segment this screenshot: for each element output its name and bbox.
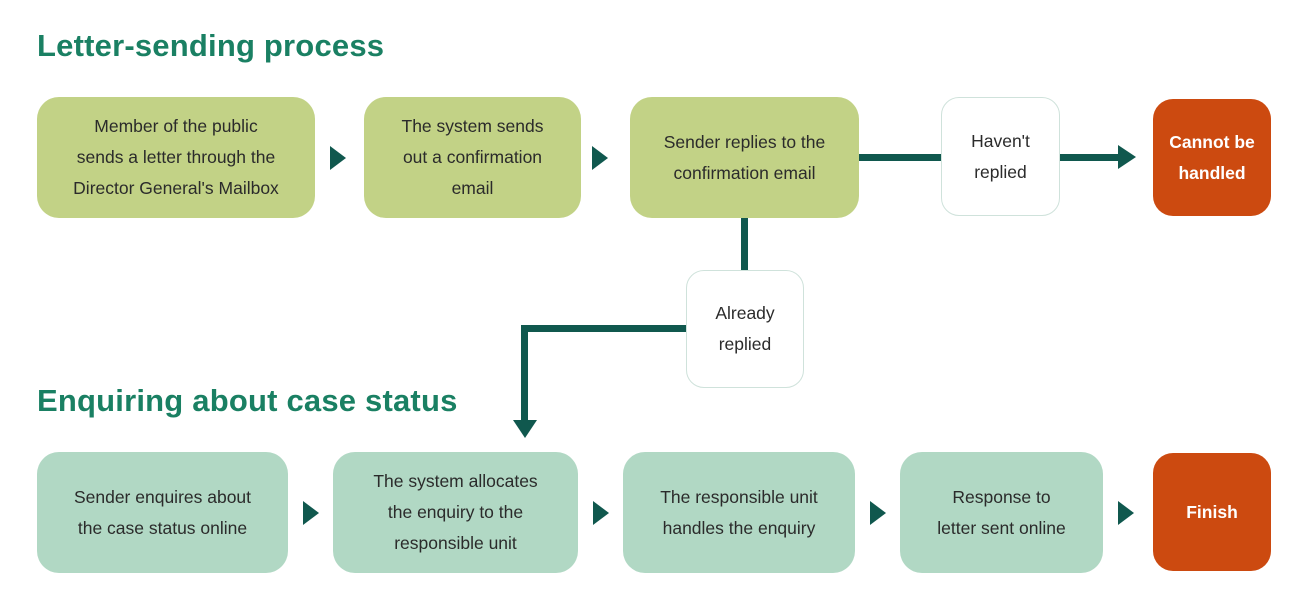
flow-arrow-right-icon	[592, 146, 608, 170]
section-title-letter-sending-process: Letter-sending process	[37, 28, 385, 63]
step-sender-replies-confirmation-email: Sender replies to the confirmation email	[630, 97, 859, 218]
step-member-public-sends-letter: Member of the public sends a letter thro…	[37, 97, 315, 218]
condition-havent-replied: Haven't replied	[941, 97, 1060, 216]
connector-line	[521, 325, 528, 420]
step-system-allocates-enquiry: The system allocates the enquiry to the …	[333, 452, 578, 573]
step-response-letter-sent-online: Response to letter sent online	[900, 452, 1103, 573]
connector-line	[1060, 154, 1119, 161]
flow-arrow-right-icon	[593, 501, 609, 525]
terminal-finish: Finish	[1153, 453, 1271, 571]
connector-line	[741, 218, 748, 272]
arrowhead-down-icon	[513, 420, 537, 438]
section-title-enquiring-about-case-status: Enquiring about case status	[37, 383, 458, 418]
condition-already-replied: Already replied	[686, 270, 804, 388]
flow-arrow-right-icon	[303, 501, 319, 525]
step-sender-enquires-case-status: Sender enquires about the case status on…	[37, 452, 288, 573]
step-system-sends-confirmation-email: The system sends out a confirmation emai…	[364, 97, 581, 218]
connector-line	[859, 154, 941, 161]
step-responsible-unit-handles-enquiry: The responsible unit handles the enquiry	[623, 452, 855, 573]
terminal-cannot-be-handled: Cannot be handled	[1153, 99, 1271, 216]
flow-arrow-right-icon	[330, 146, 346, 170]
arrowhead-right-icon	[1118, 145, 1136, 169]
flow-arrow-right-icon	[1118, 501, 1134, 525]
flow-arrow-right-icon	[870, 501, 886, 525]
connector-line	[521, 325, 686, 332]
